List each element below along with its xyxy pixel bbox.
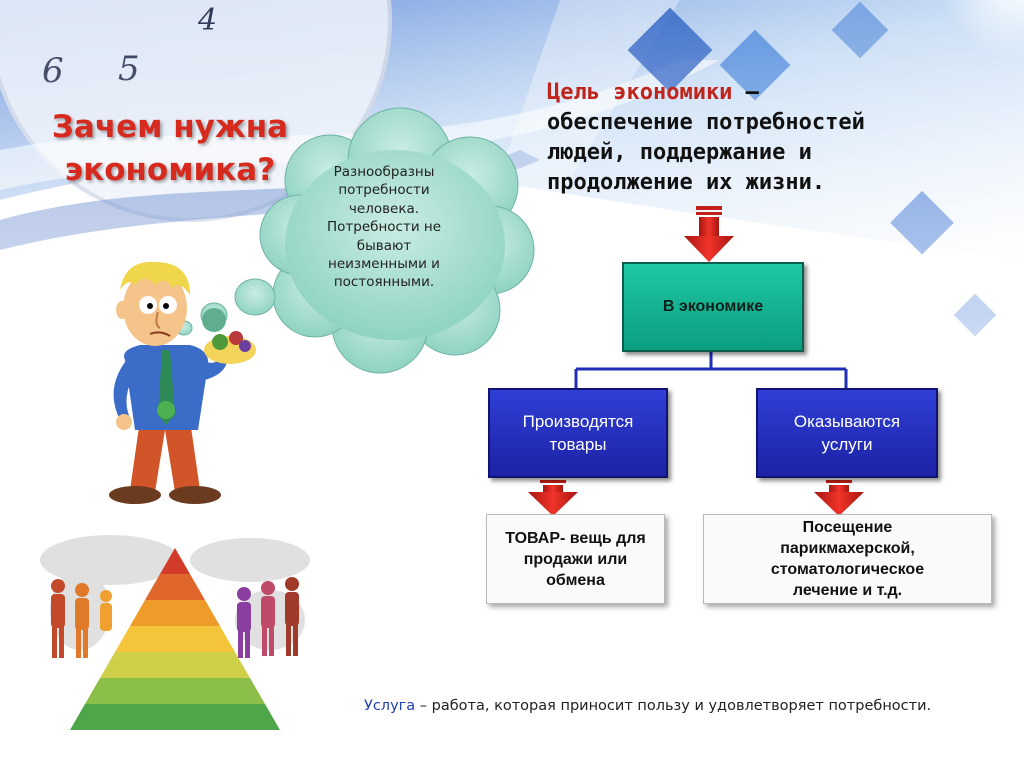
cloud-line: неизменными и [328,256,440,273]
title-line-1: Зачем нужна [51,109,289,145]
economy-box-label: В экономике [662,298,764,315]
economy-box: В экономике [622,262,804,352]
slide-title: Зачем нужна экономика? [40,106,300,192]
goods-definition-box: ТОВАР- вещь для продажи или обмена [486,514,665,604]
footnote-text: – работа, которая приносит пользу и удов… [415,698,932,714]
services-examples-box: Посещение парикмахерской, стоматологичес… [703,514,992,604]
goal-line-4: продолжение их жизни. [547,170,826,195]
goods-definition-text: ТОВАР- вещь для продажи или обмена [505,529,646,589]
goal-dash: – [732,80,759,105]
thought-cloud-text: Разнообразны потребности человека. Потре… [300,163,468,292]
cloud-line: Потребности не [326,219,442,236]
cloud-line: постоянными. [333,274,435,291]
cloud-line: человека. [348,200,420,217]
down-arrow-icon [814,474,864,516]
cartoon-man-illustration [109,261,256,504]
goal-line-3: людей, поддержание и [547,140,812,165]
goods-box: Производятся товары [488,388,668,478]
cloud-line: бывают [356,237,412,254]
footnote-term: Услуга [364,698,416,714]
economy-goal-statement: Цель экономики – обеспечение потребносте… [547,78,967,198]
goal-term: Цель экономики [547,80,733,105]
needs-pyramid-illustration [51,548,299,730]
service-definition-footnote: Услуга – работа, которая приносит пользу… [364,698,984,714]
cloud-line: Разнообразны [333,164,435,180]
down-arrow-icon [684,206,734,262]
title-line-2: экономика? [64,152,276,188]
down-arrow-icon [528,474,578,516]
services-examples-text: Посещение парикмахерской, стоматологичес… [770,519,925,599]
services-box-label: Оказываются услуги [793,412,901,454]
goods-box-label: Производятся товары [522,412,634,454]
services-box: Оказываются услуги [756,388,938,478]
goal-line-2: обеспечение потребностей [547,110,865,135]
cloud-line: потребности [338,182,430,199]
